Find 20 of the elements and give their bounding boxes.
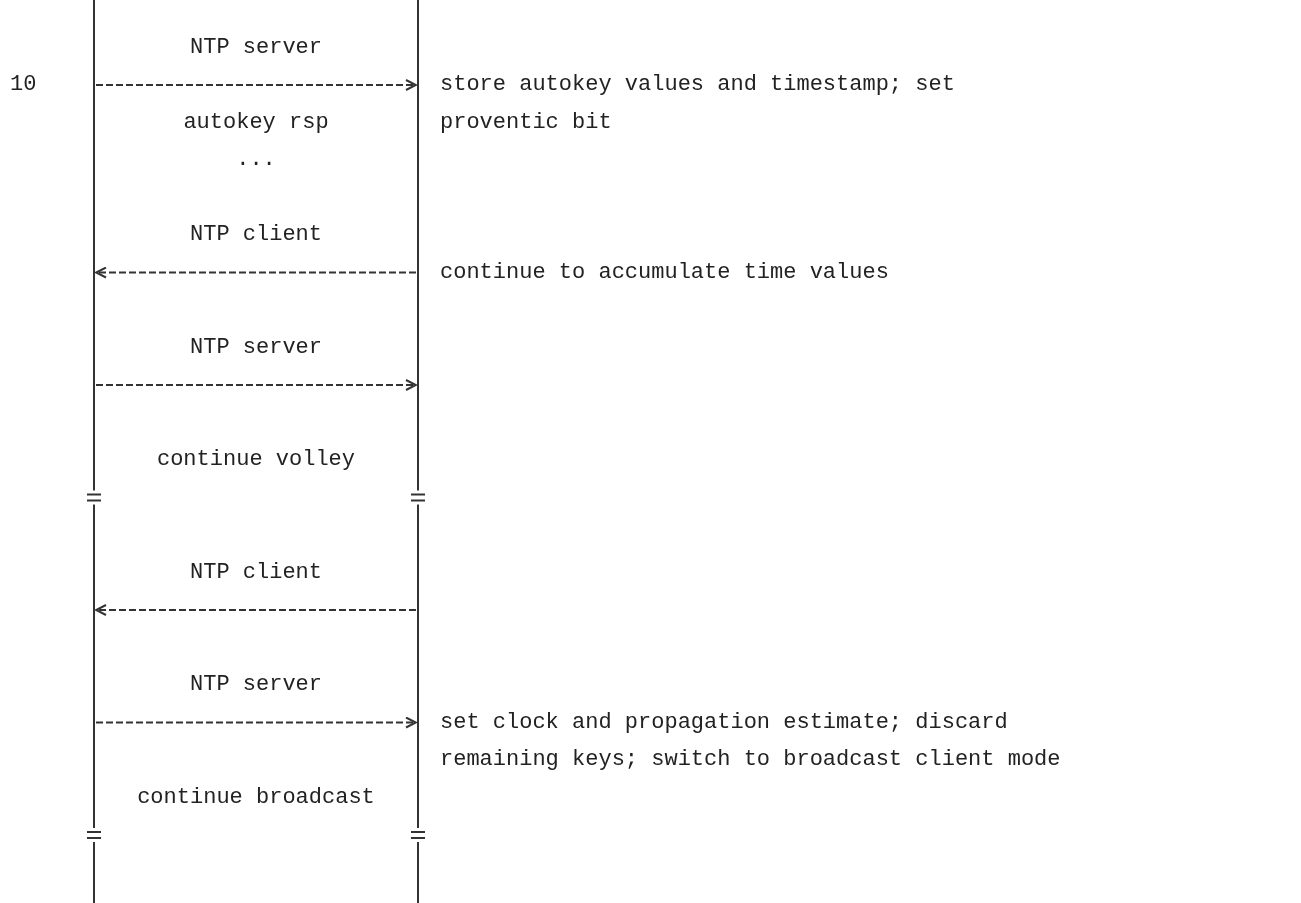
edge-label: NTP client (189, 221, 323, 250)
note-text: set clock and propagation estimate; discard remaining keys; switch to broadcast client mode (440, 708, 1062, 775)
message-arrow (95, 716, 417, 729)
note-text: autokey rsp (182, 108, 330, 137)
message-arrow (95, 266, 417, 279)
message-arrow (95, 79, 417, 91)
note-text: continue broadcast (136, 783, 376, 812)
edge-label: NTP server (189, 671, 323, 700)
note-text: ... (235, 146, 277, 175)
edge-label: NTP server (189, 333, 323, 362)
edge-label: NTP server (189, 33, 323, 62)
message-arrow (95, 379, 417, 391)
lifeline (93, 0, 95, 903)
note-text: continue volley (155, 446, 356, 475)
lifeline (417, 0, 419, 903)
edge-label: NTP client (189, 558, 323, 587)
message-arrow (95, 604, 417, 616)
note-text: store autokey values and timestamp; set proventic bit (440, 71, 956, 137)
note-text: continue to accumulate time values (440, 258, 890, 287)
step-number: 10 (10, 71, 38, 100)
